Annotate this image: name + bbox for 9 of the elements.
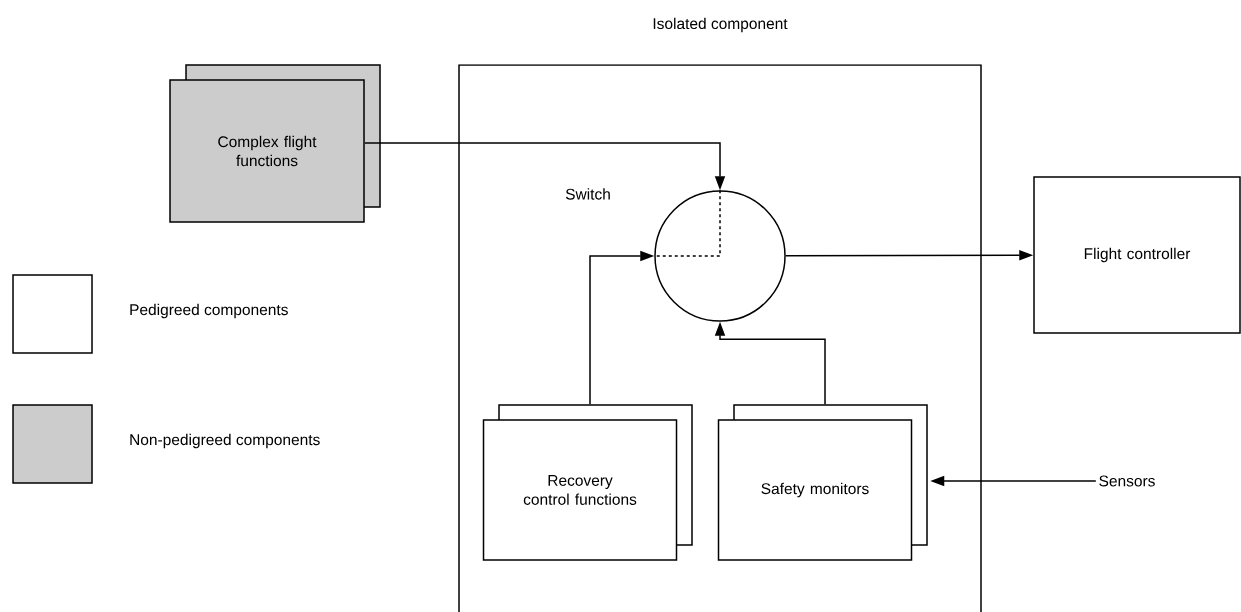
stacked-box: Recovery control functions: [482, 404, 693, 561]
input-label: Sensors: [1099, 475, 1155, 487]
node-label: Switch: [565, 188, 610, 200]
container-title: Isolated component: [653, 17, 788, 33]
stacked-box: Complex flight functions: [169, 64, 381, 223]
legend-label: Pedigreed components: [130, 303, 288, 319]
process-box: Flight controller: [1033, 176, 1241, 334]
stacked-box: Safety monitors: [717, 404, 928, 561]
legend-label: Non-pedigreed components: [130, 433, 320, 449]
